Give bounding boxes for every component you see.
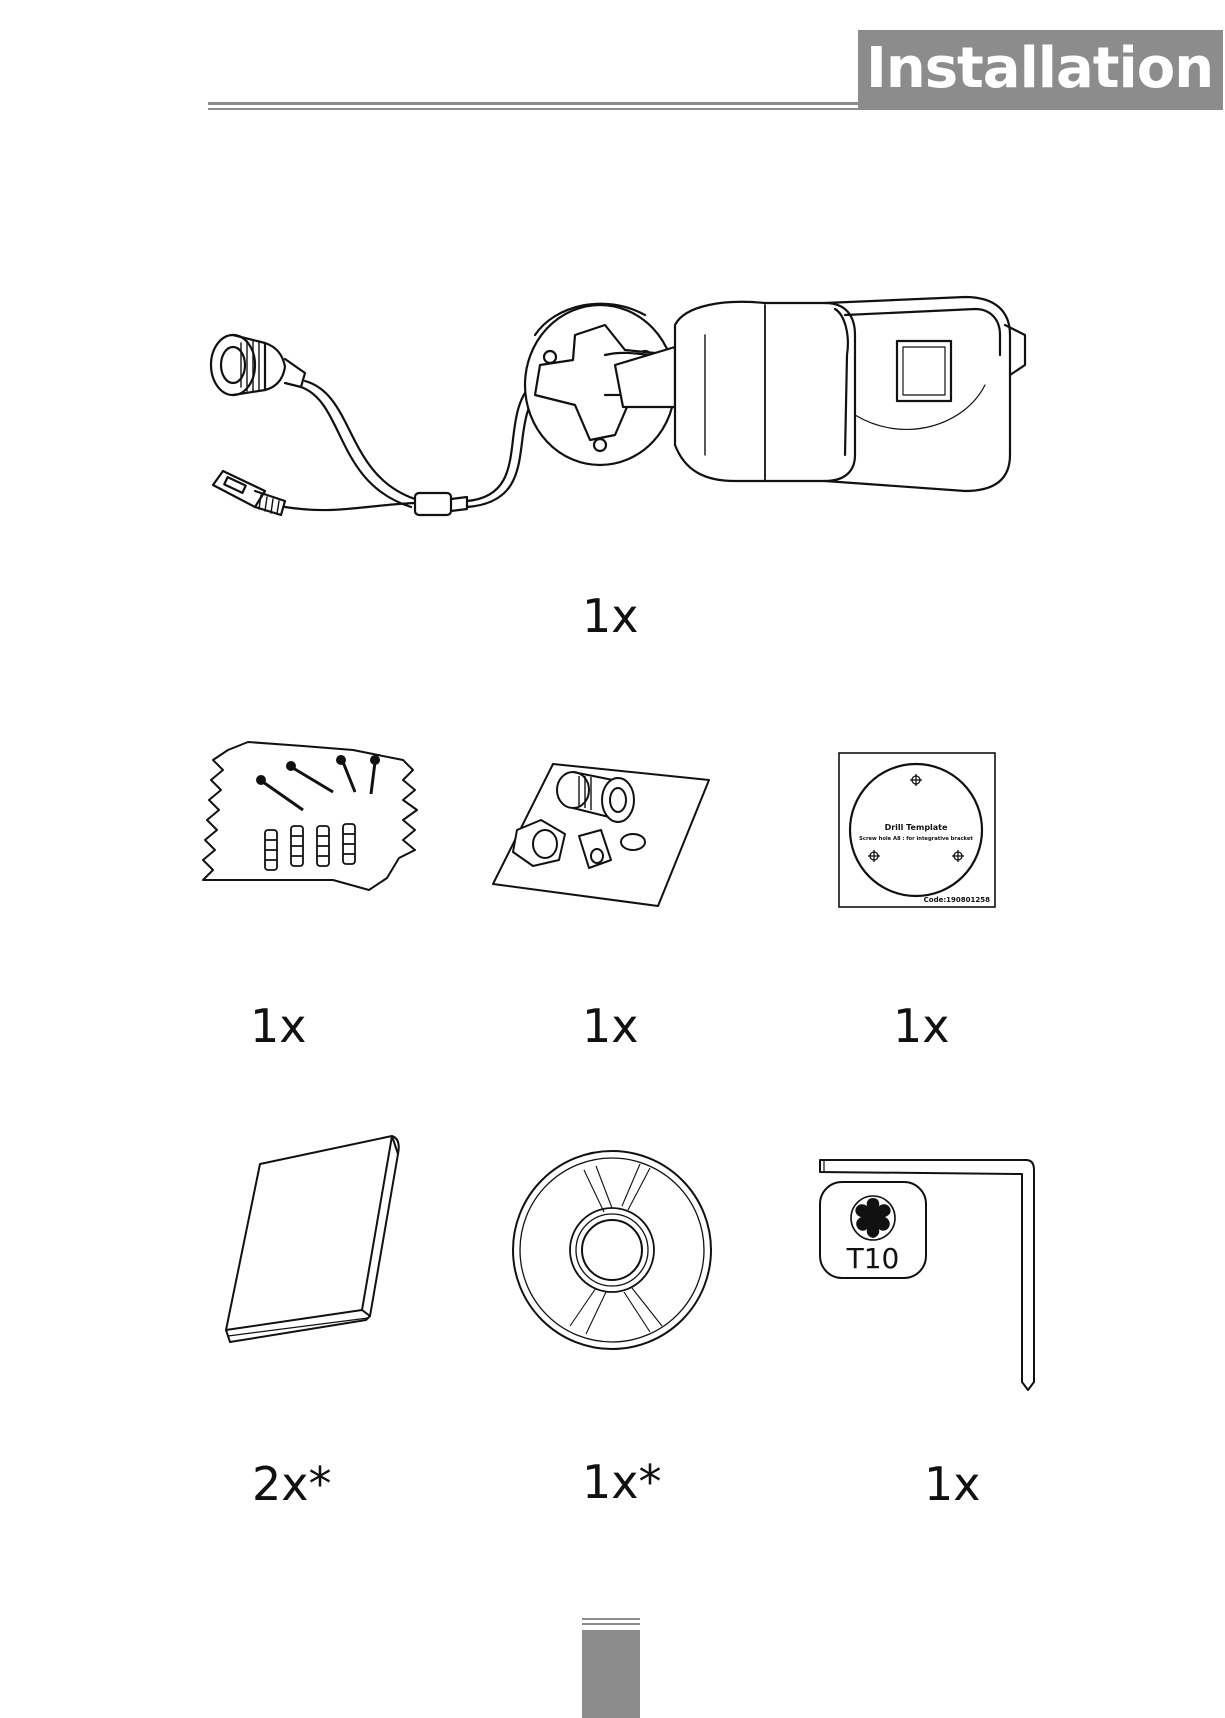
page-title: Installation <box>866 34 1213 104</box>
footer-divider <box>582 1618 640 1620</box>
bullet-camera-illustration <box>205 295 1035 575</box>
waterproof-kit-quantity: 1x <box>582 998 639 1054</box>
drill-template-illustration: Drill Template Screw hole A8 : for integ… <box>838 752 998 910</box>
disc-quantity: 1x* <box>582 1454 662 1510</box>
torx-wrench-quantity: 1x <box>924 1456 981 1512</box>
screw-bag-illustration <box>203 740 433 900</box>
manual-quantity: 2x* <box>252 1456 332 1512</box>
screws-quantity: 1x <box>250 998 307 1054</box>
footer-divider-thin <box>582 1623 640 1625</box>
quick-guide-booklet-illustration <box>222 1134 408 1346</box>
cd-disc-illustration <box>510 1148 714 1352</box>
torx-size-label: T10 <box>846 1242 900 1275</box>
torx-wrench-illustration: T10 <box>818 1156 1038 1392</box>
drill-template-code: Code:190801258 <box>924 896 990 904</box>
network-connector-icon <box>211 335 305 395</box>
camera-body-icon <box>675 297 1025 491</box>
header-divider-thin <box>208 108 1223 110</box>
drill-template-quantity: 1x <box>893 998 950 1054</box>
drill-template-title: Drill Template <box>885 823 948 832</box>
power-connector-icon <box>213 471 285 515</box>
header-divider <box>208 102 1223 105</box>
page-number-tab <box>582 1630 640 1718</box>
camera-quantity: 1x <box>582 588 639 644</box>
drill-template-subtitle: Screw hole A8 : for integrative bracket <box>859 836 973 842</box>
waterproof-kit-illustration <box>493 760 713 910</box>
